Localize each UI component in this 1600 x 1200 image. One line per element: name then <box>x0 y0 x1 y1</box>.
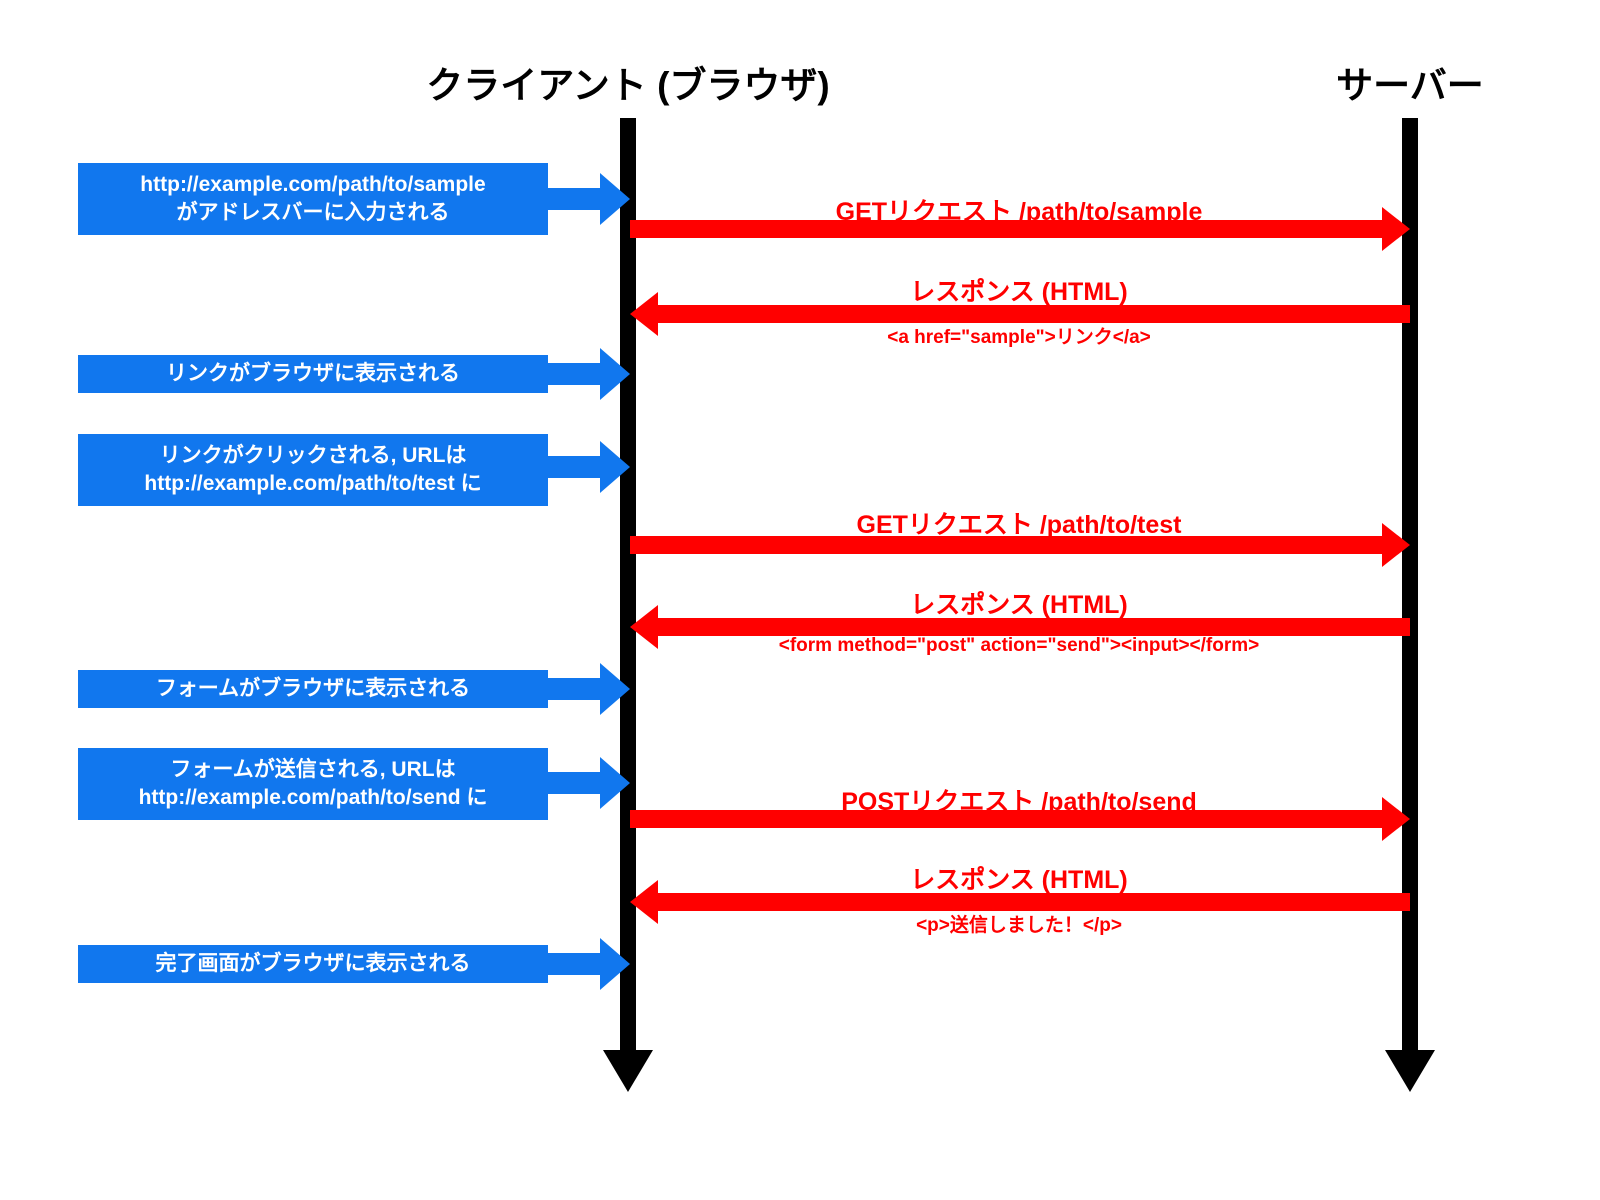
client-event-line: フォームがブラウザに表示される <box>155 677 471 701</box>
client-event-box-link-clicked: リンクがクリックされる, URLは http://example.com/pat… <box>78 434 548 506</box>
client-event-box-complete-displayed: 完了画面がブラウザに表示される <box>78 945 548 983</box>
client-event-line: http://example.com/path/to/send に <box>138 786 488 809</box>
message-arrow-head-response-sample <box>630 292 658 336</box>
client-event-arrow-head <box>600 757 630 809</box>
client-event-arrow-head <box>600 348 630 400</box>
client-event-box-link-displayed: リンクがブラウザに表示される <box>78 355 548 393</box>
client-event-line: 完了画面がブラウザに表示される <box>155 952 471 976</box>
client-event-arrow-head <box>600 663 630 715</box>
message-sublabel-response-sample: <a href="sample">リンク</a> <box>887 327 1151 348</box>
message-arrow-shaft-response-send <box>658 893 1410 911</box>
message-arrow-shaft-response-test <box>658 618 1410 636</box>
client-event-line: http://example.com/path/to/sample <box>140 173 486 197</box>
message-label-response-send: レスポンス (HTML) <box>910 866 1128 894</box>
client-event-arrow-shaft <box>548 953 606 975</box>
lifeline-bar-server <box>1402 118 1418 1058</box>
message-arrow-head-response-send <box>630 880 658 924</box>
client-event-line: http://example.com/path/to/test に <box>144 472 482 495</box>
message-arrow-head-get-test <box>1382 523 1410 567</box>
message-arrow-head-response-test <box>630 605 658 649</box>
message-arrow-shaft-get-test <box>630 536 1382 554</box>
lifeline-arrowhead-client <box>603 1050 653 1092</box>
lifeline-title-client: クライアント (ブラウザ) <box>426 65 830 106</box>
client-event-box-form-displayed: フォームがブラウザに表示される <box>78 670 548 708</box>
message-arrow-head-get-sample <box>1382 207 1410 251</box>
lifeline-arrowhead-server <box>1385 1050 1435 1092</box>
client-event-arrow-shaft <box>548 188 606 210</box>
client-event-line: リンクがクリックされる, URLは <box>159 444 467 468</box>
client-event-box-url-entered: http://example.com/path/to/sample がアドレスバ… <box>78 163 548 235</box>
client-event-box-form-submitted: フォームが送信される, URLは http://example.com/path… <box>78 748 548 820</box>
client-event-line: がアドレスバーに入力される <box>176 201 450 224</box>
client-event-arrow-shaft <box>548 678 606 700</box>
client-event-arrow-shaft <box>548 456 606 478</box>
message-arrow-shaft-get-sample <box>630 220 1382 238</box>
message-sublabel-response-send: <p>送信しました！</p> <box>916 915 1122 936</box>
client-event-line: フォームが送信される, URLは <box>170 758 456 782</box>
client-event-arrow-head <box>600 938 630 990</box>
client-event-arrow-head <box>600 173 630 225</box>
message-label-response-test: レスポンス (HTML) <box>910 591 1128 619</box>
client-event-arrow-shaft <box>548 772 606 794</box>
client-event-arrow-shaft <box>548 363 606 385</box>
message-sublabel-response-test: <form method="post" action="send"><input… <box>778 635 1260 656</box>
client-event-line: リンクがブラウザに表示される <box>166 362 460 386</box>
message-arrow-head-post-send <box>1382 797 1410 841</box>
message-arrow-shaft-response-sample <box>658 305 1410 323</box>
message-label-response-sample: レスポンス (HTML) <box>910 278 1128 306</box>
lifeline-title-server: サーバー <box>1336 65 1484 106</box>
client-event-arrow-head <box>600 441 630 493</box>
message-arrow-shaft-post-send <box>630 810 1382 828</box>
message-label-get-test: GETリクエスト /path/to/test <box>856 511 1182 539</box>
